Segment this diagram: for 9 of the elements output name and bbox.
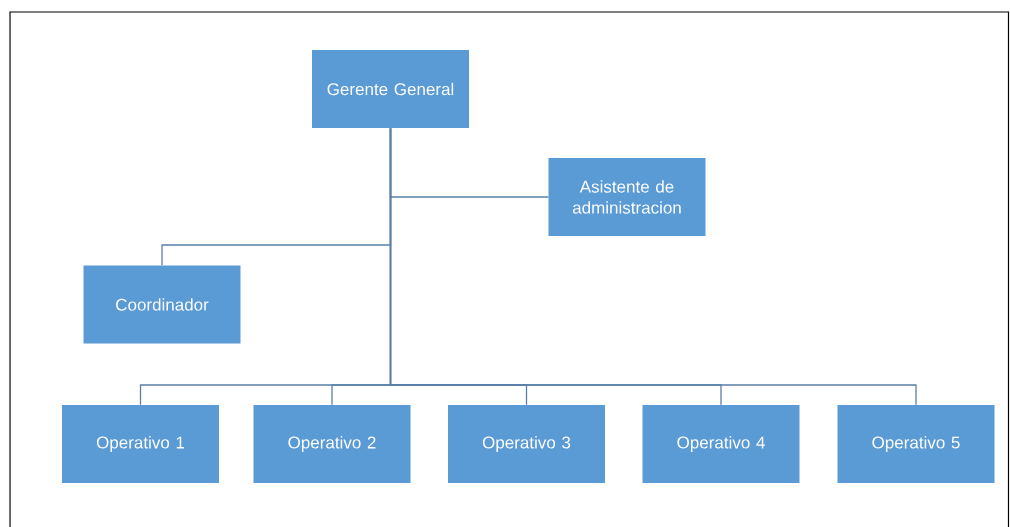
org-box: Operativo 4: [642, 405, 800, 483]
org-box: Operativo 1: [62, 405, 219, 483]
connector-line: [389, 127, 917, 406]
org-box: Asistente de administracion: [548, 158, 706, 236]
org-box: Gerente General: [312, 50, 469, 128]
org-box: Operativo 5: [837, 405, 995, 483]
org-box: Operativo 2: [253, 405, 411, 483]
org-box: Operativo 3: [448, 405, 605, 483]
org-box: Coordinador: [83, 265, 241, 344]
